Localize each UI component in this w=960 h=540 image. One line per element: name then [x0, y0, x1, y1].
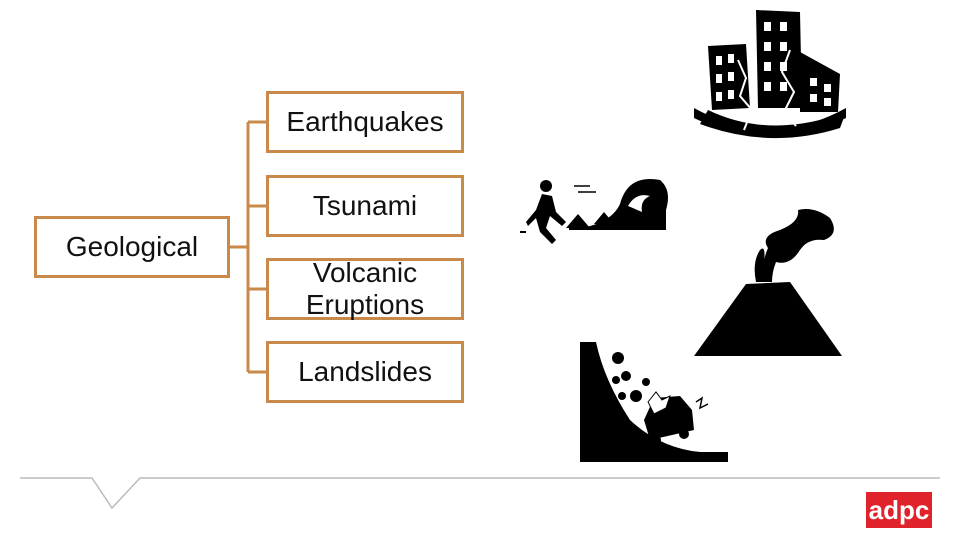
- footer-divider: [20, 477, 940, 510]
- adpc-logo-text: adpc: [868, 494, 930, 525]
- child-node-label: Earthquakes: [286, 106, 444, 137]
- child-node-earthquakes: Earthquakes: [266, 91, 464, 153]
- child-node-label: Volcanic Eruptions: [305, 257, 425, 320]
- child-node-label: Landslides: [298, 356, 432, 387]
- adpc-logo: adpc: [866, 492, 932, 528]
- child-node-volcanic-eruptions: Volcanic Eruptions: [266, 257, 464, 320]
- earthquake-icon: [694, 10, 846, 139]
- child-node-label: Tsunami: [312, 190, 418, 221]
- tree-connectors: [230, 120, 266, 374]
- tsunami-icon: [520, 179, 668, 244]
- child-node-tsunami: Tsunami: [266, 175, 464, 237]
- volcano-icon: [694, 209, 842, 356]
- root-node-geological: Geological: [34, 216, 230, 278]
- child-node-landslides: Landslides: [266, 341, 464, 403]
- landslide-icon: [580, 342, 728, 462]
- root-node-label: Geological: [65, 231, 199, 262]
